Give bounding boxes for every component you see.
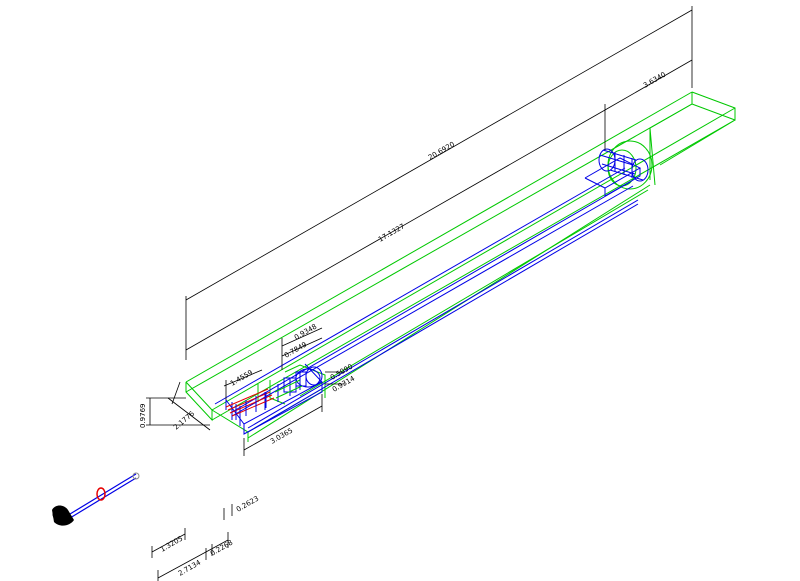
dim-0-2623: 0.2623 [235, 495, 260, 514]
inner-rails-wireframe [214, 148, 649, 435]
dim-overall-length: 20.6920 [427, 140, 456, 161]
dim-1-4559: 1.4559 [229, 369, 254, 388]
drive-assembly [225, 371, 307, 420]
dim-0-2268: 0.2268 [209, 539, 234, 558]
dim-base-width: 2.1776 [172, 409, 196, 431]
dimension-labels: 20.6920 17.1327 3.6340 3.0365 2.1776 0.9… [139, 71, 667, 578]
shaft-component [52, 472, 140, 526]
dim-2-7134: 2.7134 [177, 558, 203, 577]
dim-0-9348: 0.9348 [293, 323, 318, 342]
dim-end-width: 3.6340 [642, 71, 667, 90]
outer-frame-wireframe [185, 91, 736, 442]
dim-base-length: 3.0365 [269, 427, 294, 446]
dimension-lines [146, 6, 693, 581]
dim-inner-length: 17.1327 [377, 222, 406, 243]
dim-1-3205: 1.3205 [159, 535, 184, 554]
dim-base-height: 0.9769 [139, 404, 147, 429]
